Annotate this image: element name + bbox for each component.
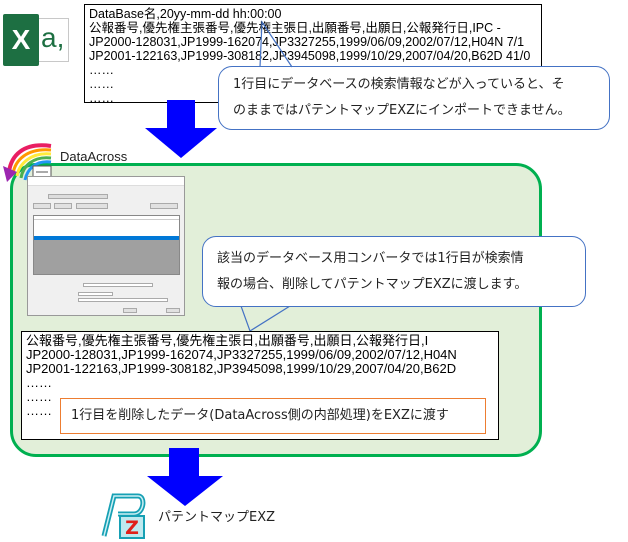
callout-text: 報の場合、削除してパテントマップEXZに渡します。 [217, 277, 528, 292]
callout-middle: 該当のデータベース用コンバータでは1行目が検索情 報の場合、削除してパテントマッ… [202, 236, 586, 307]
line: …… [26, 403, 52, 418]
note-text: 1行目を削除したデータ(DataAcross側の内部処理)をEXZに渡す [71, 408, 449, 423]
excel-icon: X a, [3, 14, 71, 66]
line: DataBase名,20yy-mm-dd hh:00:00 [89, 7, 282, 21]
patentmap-label: パテントマップEXZ [158, 510, 276, 525]
line: …… [26, 375, 52, 390]
line: JP2000-128031,JP1999-162074,JP3327255,19… [89, 35, 525, 49]
svg-text:Z: Z [125, 517, 139, 539]
dataacross-label: DataAcross [60, 149, 128, 164]
callout-pointer [240, 306, 291, 332]
line: …… [89, 91, 114, 105]
line: …… [89, 77, 114, 91]
patentmap-exz-logo-icon: Z [98, 490, 148, 540]
line: …… [26, 389, 52, 404]
line: JP2001-122163,JP1999-308182,JP3945098,19… [89, 49, 531, 63]
callout-top: 1行目にデータベースの検索情報などが入っていると、そ のままではパテントマップE… [218, 66, 610, 130]
callout-text: 1行目にデータベースの検索情報などが入っていると、そ [233, 77, 565, 92]
line: 公報番号,優先権主張番号,優先権主張日,出願番号,出願日,公報発行日,I [26, 333, 429, 348]
note-box: 1行目を削除したデータ(DataAcross側の内部処理)をEXZに渡す [60, 398, 486, 434]
line: JP2001-122163,JP1999-308182,JP3945098,19… [26, 361, 457, 376]
line: 公報番号,優先権主張番号,優先権主張日,出願番号,出願日,公報発行日,IPC - [89, 21, 501, 35]
callout-text: 該当のデータベース用コンバータでは1行目が検索情 [217, 251, 524, 266]
line: …… [89, 63, 114, 77]
dataacross-window-screenshot [27, 176, 185, 316]
down-arrow-icon [147, 448, 223, 506]
callout-text: のままではパテントマップEXZにインポートできません。 [233, 103, 571, 118]
callout-pointer [259, 20, 293, 68]
line: JP2000-128031,JP1999-162074,JP3327255,19… [26, 347, 457, 362]
down-arrow-icon [145, 100, 217, 158]
